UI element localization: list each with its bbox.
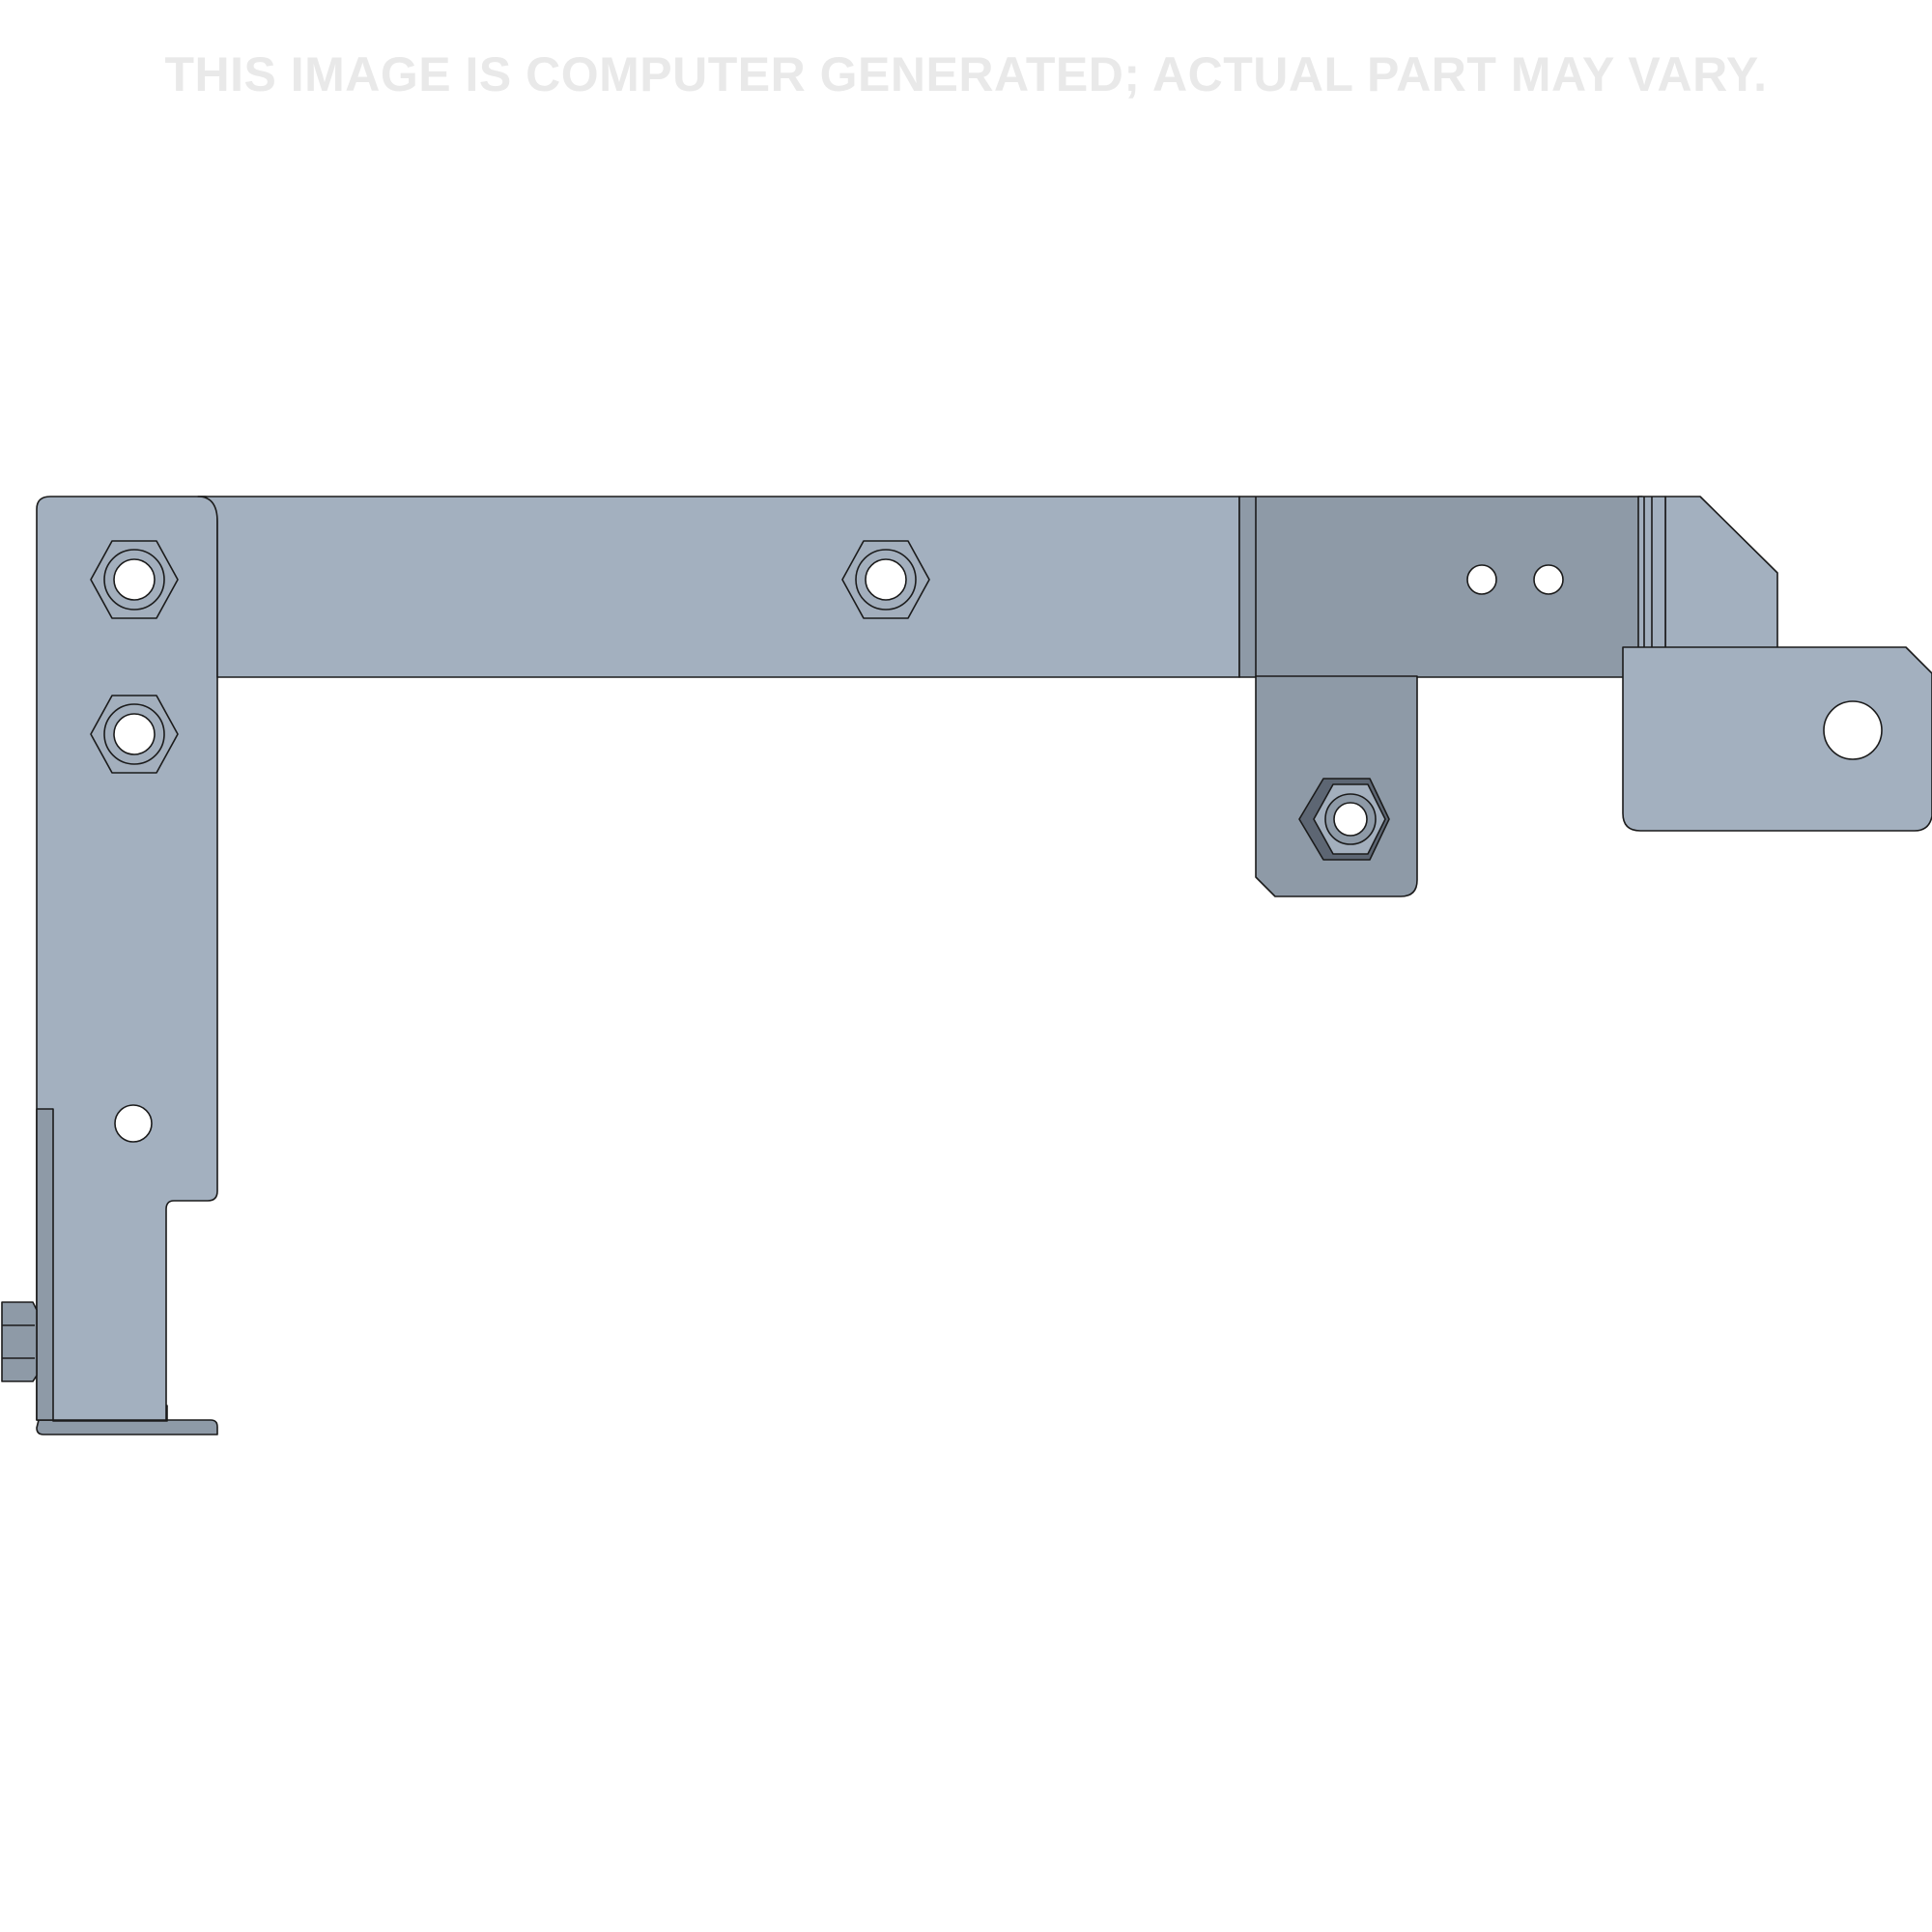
top-horizontal-bar [197, 496, 1240, 678]
ear-hole [1823, 700, 1883, 760]
right-mounting-ear [1622, 646, 1932, 832]
channel-hole-1 [1466, 564, 1497, 595]
nut-lower-tab [1298, 778, 1390, 861]
left-side-bolt [1, 1301, 38, 1382]
nut-top-center [841, 540, 930, 619]
left-vertical-bar [36, 496, 218, 1421]
bottom-foot-flange [36, 1419, 218, 1435]
channel-section [1238, 496, 1643, 678]
left-edge-flange [36, 1108, 54, 1421]
nut-top-left [90, 540, 179, 619]
channel-hole-2 [1533, 564, 1564, 595]
left-lower-hole [114, 1104, 153, 1143]
disclaimer-watermark: THIS IMAGE IS COMPUTER GENERATED; ACTUAL… [164, 47, 1768, 101]
nut-middle-left [90, 695, 179, 774]
